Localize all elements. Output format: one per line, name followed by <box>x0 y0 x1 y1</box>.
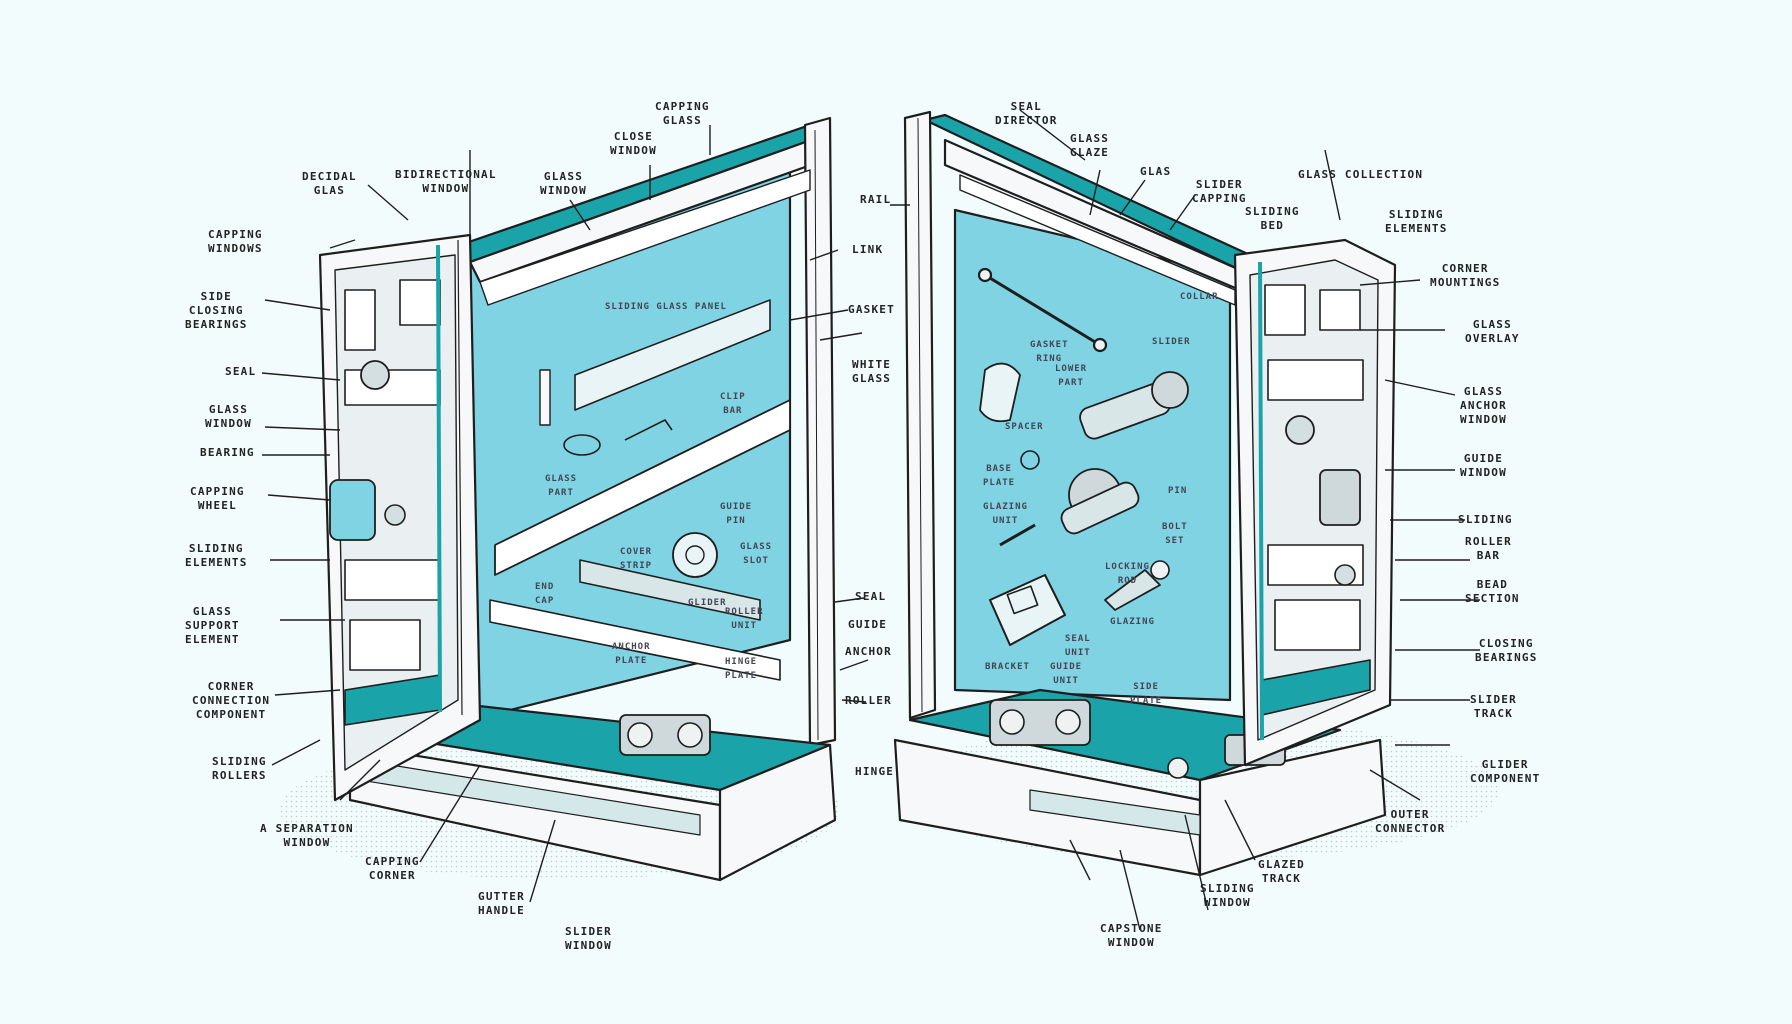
label-guide: GUIDE <box>848 618 888 631</box>
small-label-collar: COLLAR <box>1180 292 1219 302</box>
label-gasket: GASKET <box>848 303 895 316</box>
label-bearing: BEARING <box>200 446 255 459</box>
small-label-pin: PIN <box>1168 486 1188 496</box>
label-seal-left: SEAL <box>225 365 257 378</box>
label-anchor: ANCHOR <box>845 645 892 658</box>
label-glas: GLAS <box>1140 165 1172 178</box>
label-roller-center: ROLLER <box>845 694 892 707</box>
label-sliding: SLIDING <box>1458 513 1513 526</box>
label-seal-center: SEAL <box>855 590 887 603</box>
left-window-unit <box>318 116 837 882</box>
label-rail: RAIL <box>860 193 892 206</box>
small-label-spacer: SPACER <box>1005 422 1044 432</box>
small-label-bracket: BRACKET <box>985 662 1030 672</box>
panel-title: SLIDING GLASS PANEL <box>605 302 727 312</box>
leader-lines <box>261 109 1480 931</box>
panel-part-right: SLIDER <box>1152 337 1191 347</box>
label-link: LINK <box>852 243 884 256</box>
label-glass-collection: GLASS COLLECTION <box>1298 168 1424 181</box>
label-hinge: HINGE <box>855 765 895 778</box>
small-label-glider: GLIDER <box>688 598 727 608</box>
right-window-unit <box>893 110 1397 877</box>
left-right-post <box>803 116 837 747</box>
small-label-glazing: GLAZING <box>1110 617 1155 627</box>
